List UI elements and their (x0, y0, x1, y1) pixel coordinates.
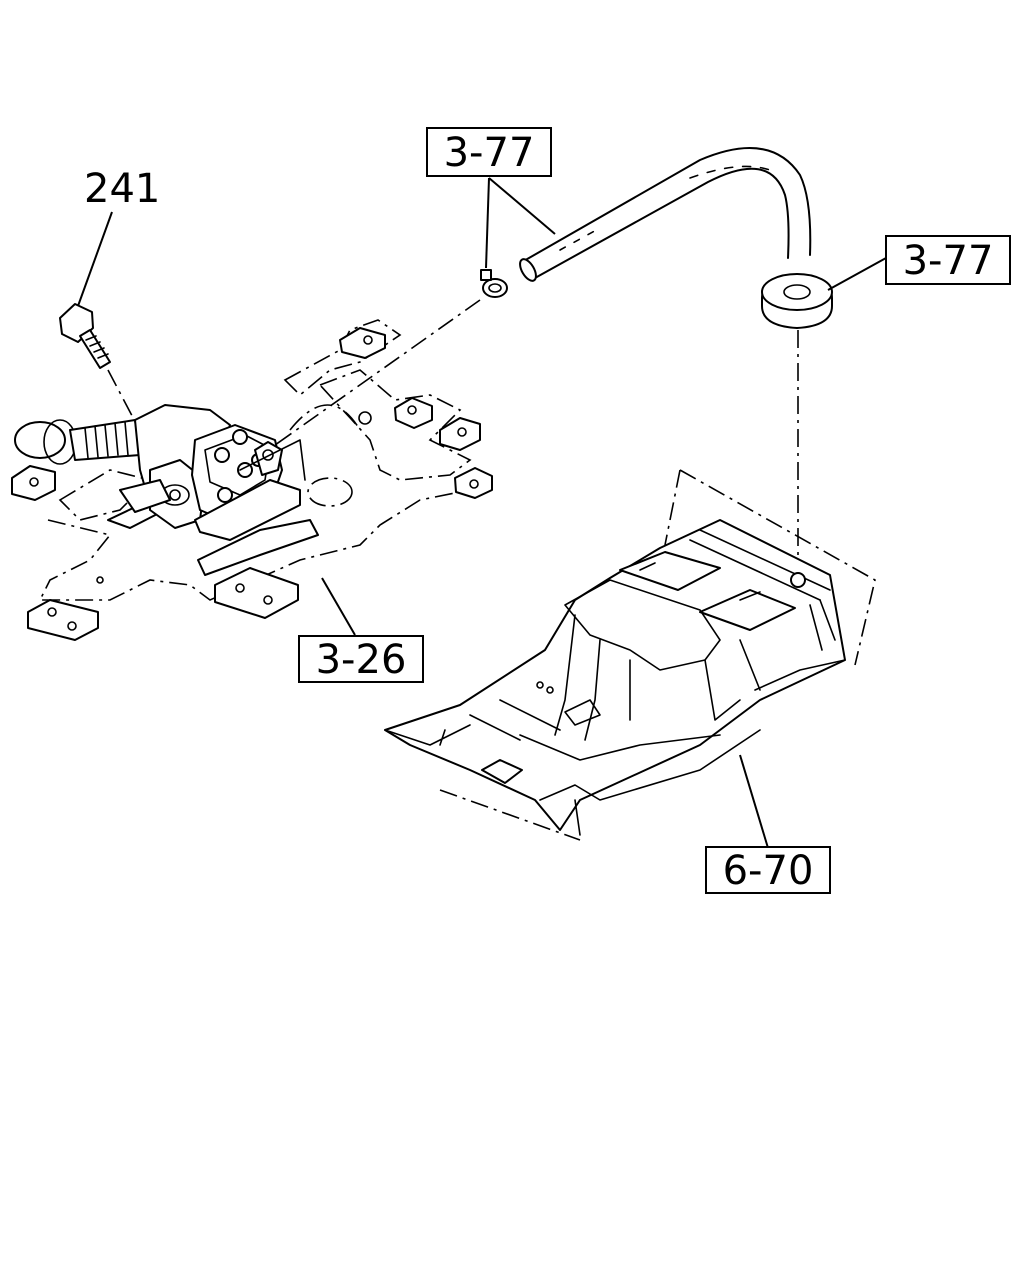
callout-3-77-grommet-text: 3-77 (903, 238, 994, 284)
callout-6-70: 6-70 (705, 846, 831, 894)
hose-routing-line (267, 299, 481, 451)
bolt (59, 303, 111, 369)
callout-3-26: 3-26 (298, 635, 424, 683)
callout-241: 241 (84, 166, 160, 212)
hose-clamp (480, 269, 508, 298)
callout-6-70-text: 6-70 (723, 848, 814, 894)
pump-assembly (14, 404, 306, 541)
callout-3-77-hose: 3-77 (426, 127, 552, 177)
callout-3-77-hose-text: 3-77 (444, 130, 535, 176)
callout-3-77-grommet: 3-77 (885, 235, 1011, 285)
floor-panel (384, 469, 876, 841)
pump-bracket (11, 319, 493, 641)
callout-3-26-text: 3-26 (316, 637, 407, 683)
vent-hose (519, 147, 812, 282)
leader-lines (77, 177, 887, 849)
grommet (761, 273, 833, 329)
